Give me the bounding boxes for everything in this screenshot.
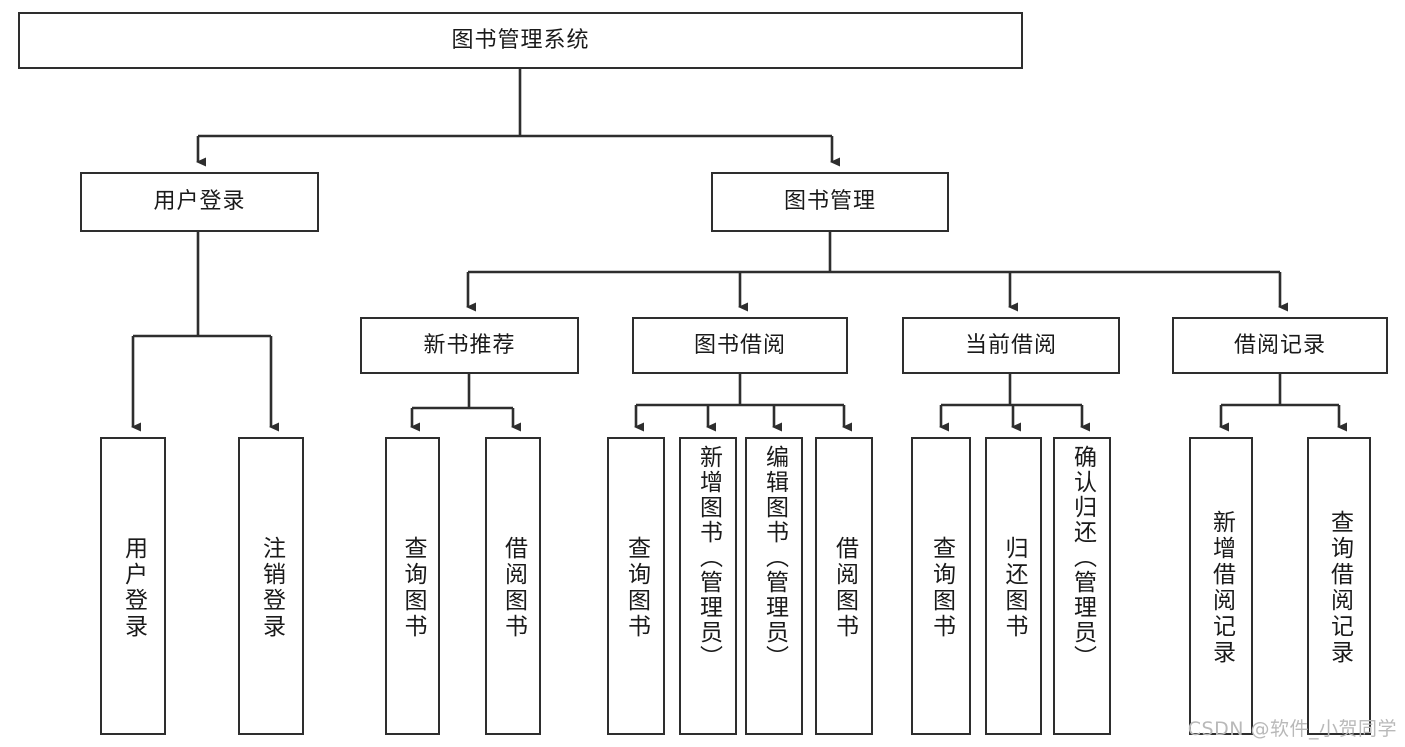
node-leaf-borrow-book-2[interactable]: 借阅图书 [815, 437, 873, 735]
node-label: 查询图书 [400, 536, 426, 640]
node-label: 查询借阅记录 [1326, 510, 1353, 666]
node-leaf-query-book-1[interactable]: 查询图书 [385, 437, 440, 735]
node-leaf-query-book-3[interactable]: 查询图书 [911, 437, 971, 735]
csdn-watermark: CSDN @软件_小贺同学 [1187, 718, 1397, 740]
node-label: 新书推荐 [423, 332, 516, 358]
node-book-borrow[interactable]: 图书借阅 [632, 317, 848, 374]
node-label: 查询图书 [623, 536, 650, 640]
node-label: 注销登录 [258, 536, 285, 640]
node-label: 用户登录 [153, 189, 246, 215]
node-label: 归还图书 [1001, 536, 1027, 640]
node-label: 借阅记录 [1233, 332, 1326, 358]
node-label: 编辑图书（管理员） [761, 445, 788, 670]
node-label: 新增图书（管理员） [695, 445, 722, 670]
node-leaf-logout[interactable]: 注销登录 [238, 437, 304, 735]
node-borrow-record[interactable]: 借阅记录 [1172, 317, 1388, 374]
node-label: 借阅图书 [831, 536, 858, 640]
node-label: 用户登录 [120, 536, 147, 640]
node-label: 确认归还（管理员） [1069, 445, 1096, 670]
node-leaf-query-book-2[interactable]: 查询图书 [607, 437, 665, 735]
node-new-book-recommend[interactable]: 新书推荐 [360, 317, 579, 374]
node-leaf-borrow-book-1[interactable]: 借阅图书 [485, 437, 541, 735]
node-leaf-user-login[interactable]: 用户登录 [100, 437, 166, 735]
node-current-borrow[interactable]: 当前借阅 [902, 317, 1120, 374]
node-label: 查询图书 [928, 536, 955, 640]
node-leaf-return-book[interactable]: 归还图书 [985, 437, 1042, 735]
node-label: 当前借阅 [964, 332, 1057, 358]
node-leaf-add-borrow-record[interactable]: 新增借阅记录 [1189, 437, 1253, 735]
node-leaf-add-book[interactable]: 新增图书（管理员） [679, 437, 737, 735]
node-label: 图书管理 [783, 189, 876, 215]
node-label: 借阅图书 [500, 536, 527, 640]
node-book-manage[interactable]: 图书管理 [711, 172, 949, 232]
node-leaf-confirm-return[interactable]: 确认归还（管理员） [1053, 437, 1111, 735]
node-label: 新增借阅记录 [1208, 510, 1235, 666]
node-label: 图书借阅 [693, 332, 786, 358]
node-user-login[interactable]: 用户登录 [80, 172, 319, 232]
node-root-system[interactable]: 图书管理系统 [18, 12, 1023, 69]
node-leaf-edit-book[interactable]: 编辑图书（管理员） [745, 437, 803, 735]
node-leaf-query-borrow-record[interactable]: 查询借阅记录 [1307, 437, 1371, 735]
node-label: 图书管理系统 [451, 27, 590, 53]
